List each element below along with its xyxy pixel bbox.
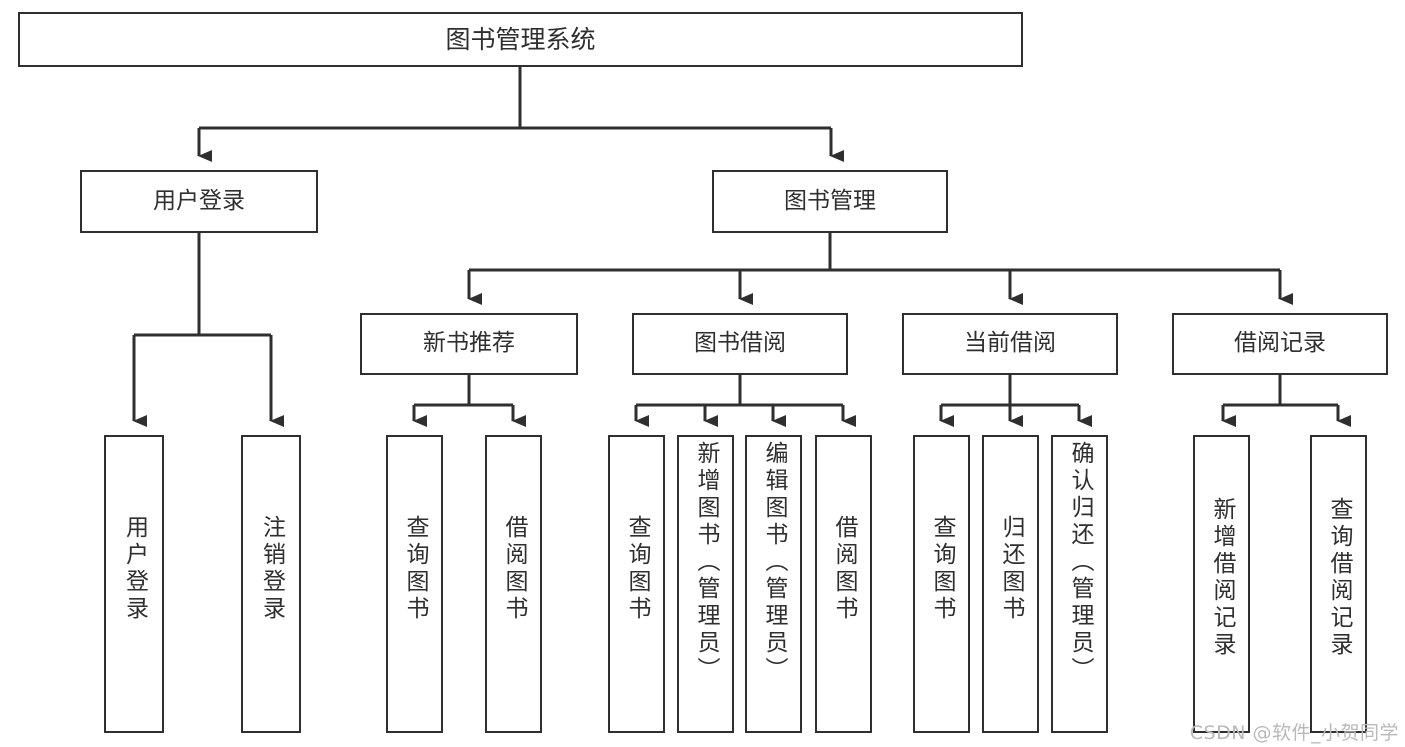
leaf-query-book-current[interactable]: 查询图书 (913, 435, 970, 733)
csdn-watermark: CSDN @软件_小贺同学 (1189, 722, 1399, 744)
node-current-borrow[interactable]: 当前借阅 (902, 313, 1118, 375)
leaf-logout-login[interactable]: 注销登录 (241, 435, 301, 733)
node-user-login[interactable]: 用户登录 (80, 170, 318, 233)
leaf-borrow-book-borrow[interactable]: 借阅图书 (815, 435, 872, 733)
node-label: 用户登录 (153, 187, 245, 214)
node-label: 新增图书（管理员） (693, 441, 719, 684)
node-label: 新书推荐 (423, 330, 515, 357)
leaf-borrow-book-recommend[interactable]: 借阅图书 (485, 435, 542, 733)
node-label: 借阅图书 (501, 515, 527, 623)
leaf-edit-book-admin[interactable]: 编辑图书（管理员） (745, 435, 802, 733)
node-label: 用户登录 (121, 515, 148, 623)
node-borrow-record[interactable]: 借阅记录 (1172, 313, 1388, 375)
node-book-borrow[interactable]: 图书借阅 (632, 313, 848, 375)
leaf-query-borrow-record[interactable]: 查询借阅记录 (1310, 435, 1367, 733)
leaf-confirm-return-admin[interactable]: 确认归还（管理员） (1051, 435, 1108, 733)
node-label: 当前借阅 (964, 330, 1056, 357)
leaf-return-book[interactable]: 归还图书 (982, 435, 1039, 733)
node-root-book-management-system[interactable]: 图书管理系统 (18, 12, 1023, 67)
node-label: 借阅记录 (1234, 330, 1326, 357)
leaf-add-borrow-record[interactable]: 新增借阅记录 (1193, 435, 1250, 733)
leaf-add-book-admin[interactable]: 新增图书（管理员） (677, 435, 734, 733)
node-label: 图书借阅 (694, 330, 786, 357)
leaf-user-login[interactable]: 用户登录 (104, 435, 164, 733)
node-label: 图书管理 (784, 187, 876, 214)
node-label: 借阅图书 (831, 515, 857, 623)
node-book-management[interactable]: 图书管理 (712, 170, 948, 233)
node-label: 查询图书 (929, 515, 955, 623)
node-label: 查询图书 (402, 515, 428, 623)
node-label: 查询图书 (624, 515, 650, 623)
node-label: 编辑图书（管理员） (761, 441, 787, 684)
node-new-book-recommend[interactable]: 新书推荐 (360, 313, 578, 375)
node-label: 归还图书 (998, 515, 1024, 623)
leaf-query-book-borrow[interactable]: 查询图书 (608, 435, 665, 733)
node-label: 查询借阅记录 (1326, 497, 1352, 659)
leaf-query-book-recommend[interactable]: 查询图书 (386, 435, 443, 733)
node-label: 新增借阅记录 (1209, 497, 1235, 659)
node-label: 确认归还（管理员） (1067, 441, 1093, 684)
node-label: 注销登录 (258, 515, 285, 623)
node-label: 图书管理系统 (445, 24, 596, 54)
